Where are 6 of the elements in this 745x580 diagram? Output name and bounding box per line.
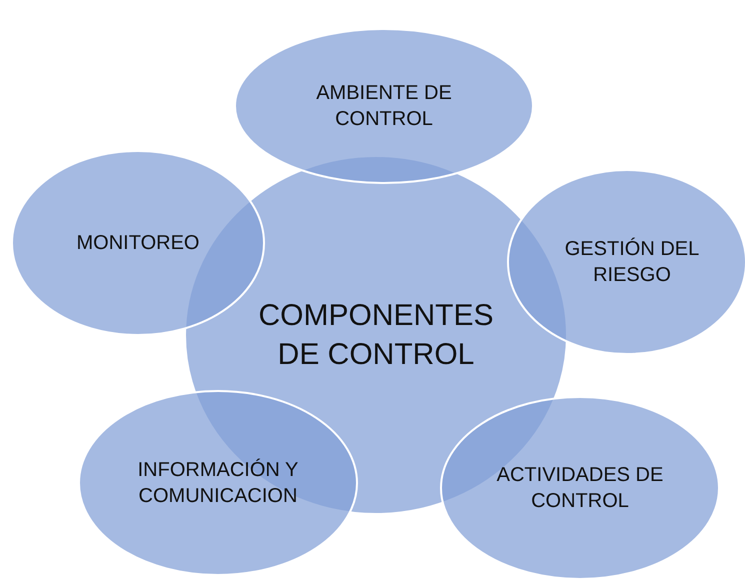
- center-title: COMPONENTES DE CONTROL: [257, 298, 495, 373]
- node-label: MONITOREO: [76, 231, 200, 256]
- node-label: ACTIVIDADES DE CONTROL: [496, 463, 664, 514]
- node-label: INFORMACIÓN Y COMUNICACION: [136, 458, 300, 509]
- node-label: AMBIENTE DE CONTROL: [315, 81, 453, 132]
- node-label: GESTIÓN DEL RIESGO: [564, 236, 700, 288]
